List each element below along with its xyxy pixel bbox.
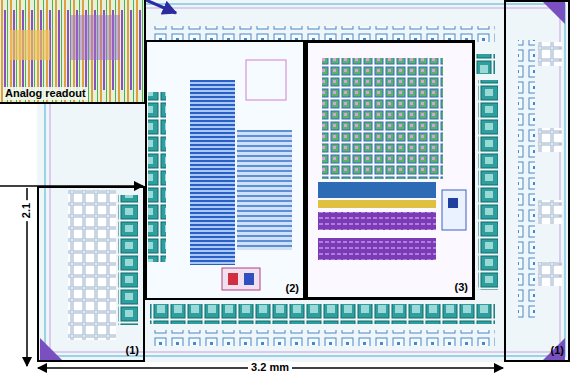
callout-number: (3) — [455, 281, 468, 294]
dimension-label: 2.1 — [20, 200, 33, 221]
chip-region: (1) — [504, 0, 570, 362]
chip-region: (2) — [145, 40, 305, 300]
chip-region: (1) — [37, 186, 145, 362]
callout-number: (1) — [551, 344, 564, 357]
callout-number: (1) — [126, 344, 139, 357]
chip-region: (3) — [305, 40, 475, 300]
dimension-label: 3.2 mm — [248, 361, 292, 374]
inset-panel: Analog readout — [0, 0, 145, 103]
inset-title: Analog readout — [3, 87, 88, 100]
callout-number: (2) — [286, 282, 299, 295]
